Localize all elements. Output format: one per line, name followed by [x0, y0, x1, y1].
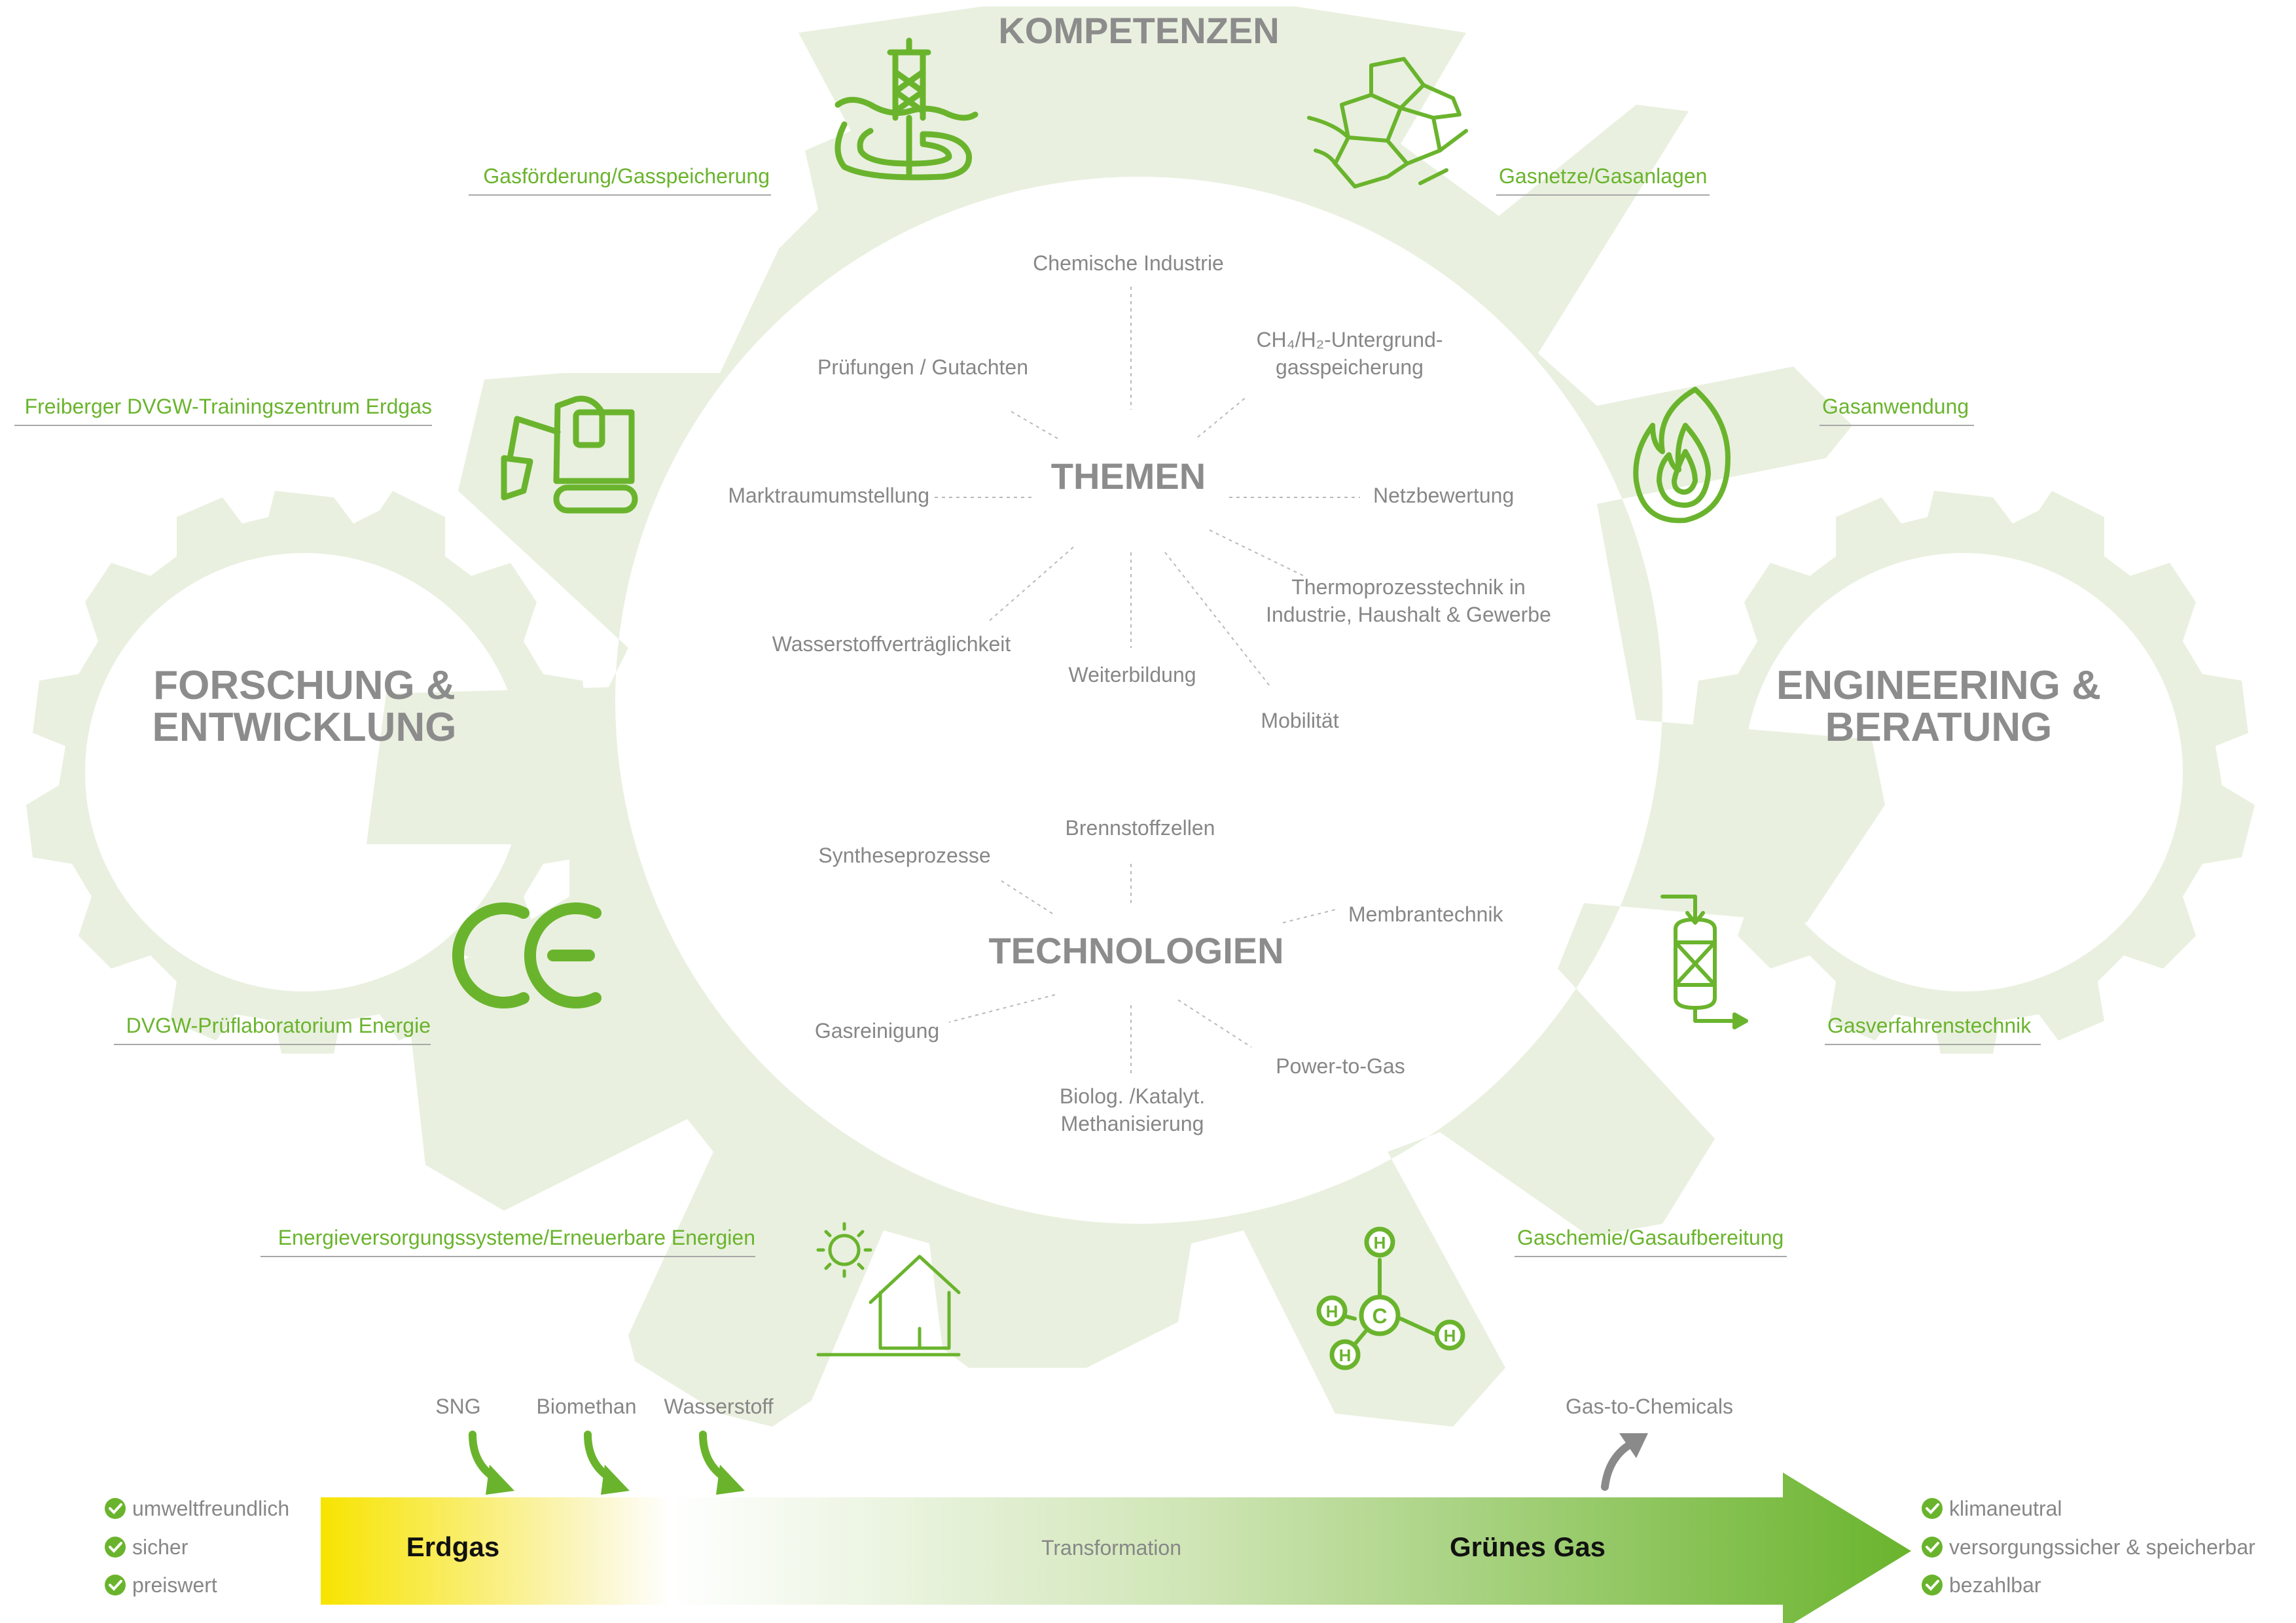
output-label-gas-to-chemicals: Gas-to-Chemicals — [1566, 1395, 1733, 1418]
check-item: preiswert — [105, 1573, 217, 1597]
input-label-biomethan: Biomethan — [537, 1395, 637, 1418]
drilling-rig-icon — [834, 37, 978, 181]
themen-item: gasspeicherung — [1276, 355, 1424, 379]
themen-item: Thermoprozesstechnik in — [1291, 575, 1525, 599]
svg-text:H: H — [1444, 1326, 1456, 1346]
check-icon — [1922, 1575, 1943, 1596]
check-icon — [105, 1537, 126, 1558]
competence-label-gasnetze: Gasnetze/Gasanlagen — [1499, 164, 1707, 188]
technologien-item: Syntheseprozesse — [818, 844, 990, 867]
engineering-title-line2: BERATUNG — [1825, 705, 2053, 750]
themen-item: Mobilität — [1261, 709, 1338, 732]
svg-text:sicher: sicher — [132, 1535, 188, 1559]
check-icon — [105, 1498, 126, 1519]
technologien-connectors — [948, 864, 1336, 1073]
themen-item: Industrie, Haushalt & Gewerbe — [1266, 603, 1551, 626]
competence-label-energieversorgung: Energieversorgungssysteme/Erneuerbare En… — [278, 1226, 755, 1249]
input-arrow-biomethan — [584, 1431, 630, 1495]
excavator-icon — [501, 395, 638, 514]
erdgas-label: Erdgas — [406, 1531, 499, 1562]
input-label-wasserstoff: Wasserstoff — [664, 1395, 773, 1418]
right-checklist: klimaneutral versorgungssicher & speiche… — [1922, 1497, 2255, 1597]
transformation-label: Transformation — [1041, 1536, 1181, 1560]
svg-text:klimaneutral: klimaneutral — [1949, 1497, 2062, 1520]
methane-molecule-icon: C H H H H — [1316, 1226, 1465, 1370]
transformation-arrow — [321, 1472, 1911, 1623]
competence-label-gaschemie: Gaschemie/Gasaufbereitung — [1517, 1226, 1784, 1249]
ce-mark-icon — [452, 902, 601, 1008]
kompetenzen-title: KOMPETENZEN — [998, 10, 1279, 51]
sun-house-icon — [816, 1222, 961, 1357]
technologien-item: Membrantechnik — [1348, 902, 1504, 926]
big-gear — [367, 7, 1885, 1427]
engineering-title-line1: ENGINEERING & — [1776, 663, 2101, 708]
check-item: bezahlbar — [1922, 1573, 2041, 1597]
themen-item: Netzbewertung — [1373, 484, 1514, 507]
competence-label-gasverfahrenstechnik: Gasverfahrenstechnik — [1827, 1014, 2032, 1037]
themen-item: CH₄/H₂-Untergrund- — [1256, 328, 1443, 351]
technologien-item: Power-to-Gas — [1276, 1054, 1405, 1078]
forschung-title-line2: ENTWICKLUNG — [152, 705, 457, 750]
flame-icon — [1633, 387, 1731, 524]
themen-item: Marktraumumstellung — [728, 484, 929, 507]
themen-item: Chemische Industrie — [1033, 251, 1224, 275]
input-arrow-wasserstoff — [699, 1431, 745, 1495]
output-arrow-gas-to-chemicals — [1601, 1433, 1648, 1491]
technologien-title: TECHNOLOGIEN — [988, 930, 1283, 971]
svg-text:H: H — [1326, 1302, 1338, 1321]
left-checklist: umweltfreundlich sicher preiswert — [105, 1497, 289, 1597]
themen-item: Wasserstoffverträglichkeit — [772, 632, 1011, 656]
svg-text:bezahlbar: bezahlbar — [1949, 1573, 2041, 1597]
svg-text:H: H — [1339, 1346, 1352, 1365]
technologien-item: Biolog. /Katalyt. — [1060, 1084, 1205, 1108]
process-vessel-icon — [1660, 895, 1748, 1029]
check-icon — [1922, 1498, 1943, 1519]
competence-label-prueflaboratorium: DVGW-Prüflaboratorium Energie — [126, 1014, 431, 1037]
svg-text:preiswert: preiswert — [132, 1573, 217, 1597]
competence-label-gasanwendung: Gasanwendung — [1822, 395, 1969, 418]
themen-item: Weiterbildung — [1068, 663, 1196, 687]
check-item: klimaneutral — [1922, 1497, 2062, 1520]
check-item: umweltfreundlich — [105, 1497, 289, 1520]
check-icon — [105, 1575, 126, 1596]
svg-text:umweltfreundlich: umweltfreundlich — [132, 1497, 289, 1520]
svg-text:H: H — [1374, 1233, 1386, 1253]
themen-item: Prüfungen / Gutachten — [817, 355, 1028, 379]
themen-title: THEMEN — [1051, 455, 1206, 497]
check-item: versorgungssicher & speicherbar — [1922, 1535, 2255, 1559]
input-label-sng: SNG — [435, 1395, 480, 1418]
competence-label-trainingszentrum: Freiberger DVGW-Trainingszentrum Erdgas — [25, 395, 432, 418]
gas-network-icon — [1307, 57, 1468, 188]
check-icon — [1922, 1537, 1943, 1558]
forschung-title-line1: FORSCHUNG & — [153, 663, 456, 708]
gruenes-gas-label: Grünes Gas — [1450, 1531, 1605, 1562]
svg-text:versorgungssicher & speicherba: versorgungssicher & speicherbar — [1949, 1535, 2255, 1559]
input-arrow-sng — [469, 1431, 514, 1495]
technologien-item: Gasreinigung — [815, 1019, 939, 1043]
check-item: sicher — [105, 1535, 188, 1559]
competence-label-gasfoerderung: Gasförderung/Gasspeicherung — [483, 164, 770, 188]
themen-connectors — [935, 287, 1360, 687]
svg-text:C: C — [1372, 1304, 1387, 1328]
technologien-item: Methanisierung — [1061, 1112, 1204, 1135]
technologien-item: Brennstoffzellen — [1066, 816, 1215, 840]
